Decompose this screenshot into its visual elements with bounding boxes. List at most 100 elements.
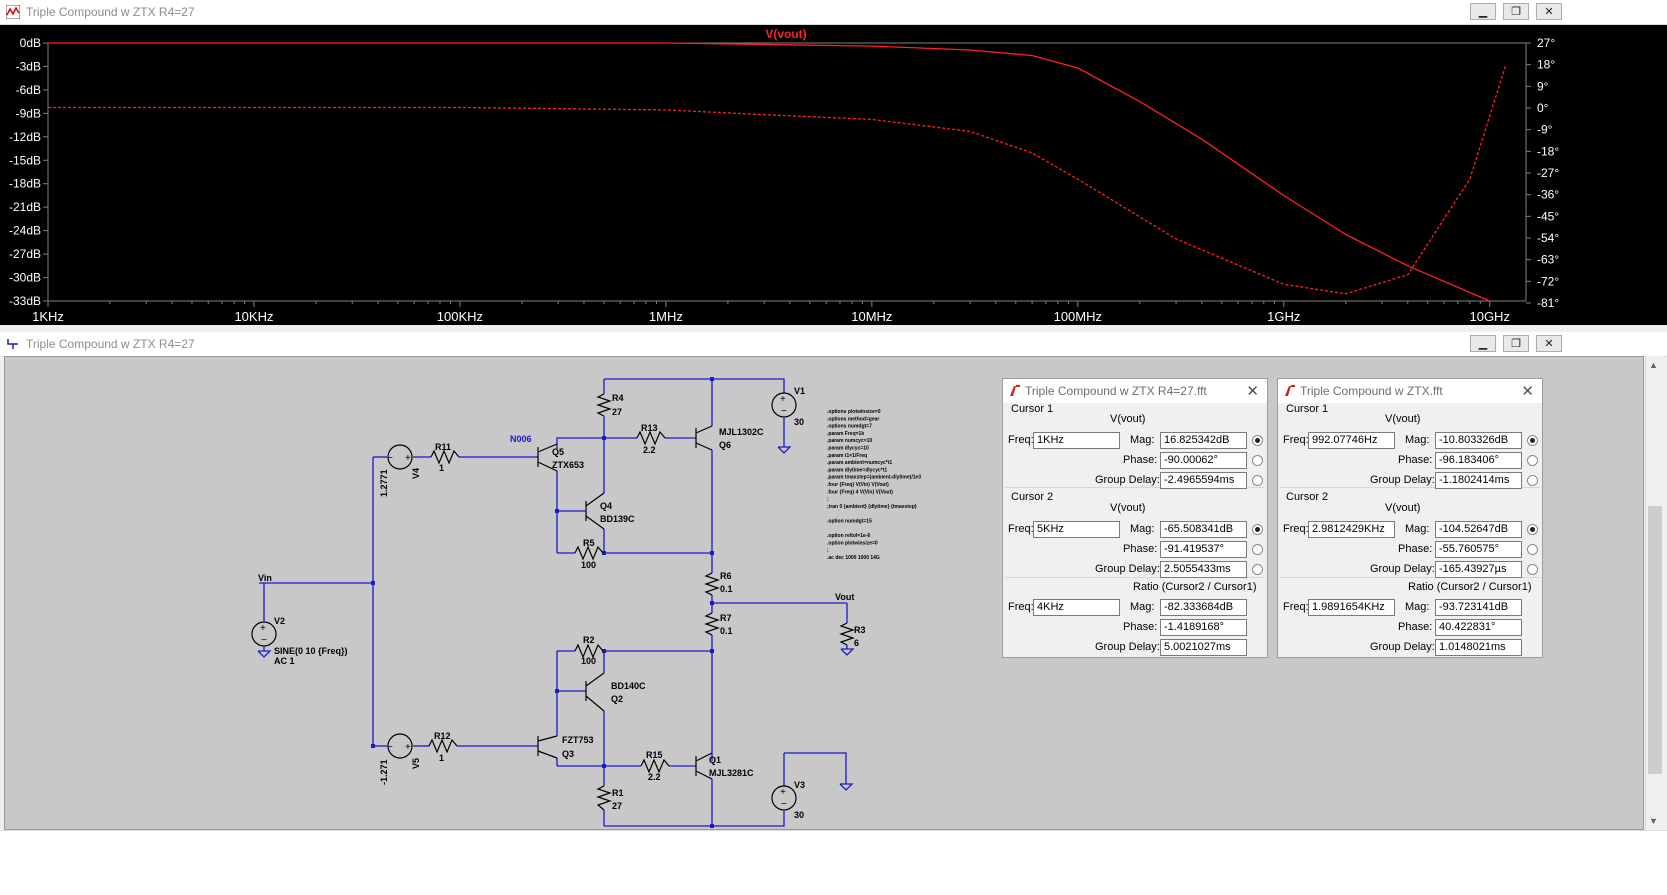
v1-value: 30: [794, 417, 804, 427]
scrollbar-thumb[interactable]: [1648, 506, 1662, 774]
directive-line: .option plotwinsize=0: [827, 540, 878, 546]
display-radio[interactable]: [1527, 524, 1538, 535]
mag-field[interactable]: -65.508341dB: [1160, 521, 1247, 538]
display-radio[interactable]: [1252, 564, 1263, 575]
phase-trace[interactable]: [48, 64, 1507, 295]
phase-field[interactable]: -55.760575°: [1435, 541, 1522, 558]
svg-text:+: +: [405, 453, 411, 464]
phase-field[interactable]: -90.00062°: [1160, 452, 1247, 469]
phase-field[interactable]: -91.419537°: [1160, 541, 1247, 558]
scroll-down-icon[interactable]: ▼: [1649, 816, 1658, 826]
group-delay-field[interactable]: 5.0021027ms: [1160, 639, 1247, 656]
minimize-button[interactable]: ▁: [1470, 335, 1496, 352]
mag-field[interactable]: -10.803326dB: [1435, 432, 1522, 449]
display-radio[interactable]: [1527, 564, 1538, 575]
q2-part: BD140C: [611, 681, 646, 691]
dialog-titlebar[interactable]: Triple Compound w ZTX.fft✕: [1278, 379, 1542, 403]
vertical-scrollbar[interactable]: ▲ ▼: [1645, 356, 1664, 830]
cursor-dialog[interactable]: Triple Compound w ZTX R4=27.fft✕Cursor 1…: [1002, 378, 1268, 658]
display-radio[interactable]: [1252, 435, 1263, 446]
freq-field[interactable]: 4KHz: [1033, 599, 1120, 616]
spice-directives[interactable]: .options plotwinsize=0.options method=ge…: [827, 409, 921, 561]
group-delay-field[interactable]: 1.0148021ms: [1435, 639, 1522, 656]
display-radio[interactable]: [1252, 475, 1263, 486]
directive-line: .option reltol=1e-6: [827, 533, 870, 539]
freq-field[interactable]: 1KHz: [1033, 432, 1120, 449]
group-delay-field[interactable]: -1.1802414ms: [1435, 472, 1522, 489]
left-tick-label: -30dB: [9, 271, 41, 285]
close-button[interactable]: ✕: [1536, 335, 1562, 352]
plot-window-title: Triple Compound w ZTX R4=27: [26, 5, 195, 19]
mag-field[interactable]: -104.52647dB: [1435, 521, 1522, 538]
display-radio[interactable]: [1527, 475, 1538, 486]
svg-text:−: −: [781, 406, 787, 417]
group-delay-field[interactable]: -165.43927µs: [1435, 561, 1522, 578]
q4-part: BD139C: [600, 514, 635, 524]
right-tick-label: -9°: [1537, 123, 1553, 137]
phase-label: Phase:: [1398, 543, 1433, 555]
trace-label[interactable]: V(vout): [765, 27, 806, 41]
display-radio[interactable]: [1252, 524, 1263, 535]
r6-value: 0.1: [720, 584, 733, 594]
schematic-window-titlebar[interactable]: Triple Compound w ZTX R4=27 ▁ ❐ ✕: [0, 332, 1667, 357]
freq-field[interactable]: 2.9812429KHz: [1308, 521, 1395, 538]
group-delay-field[interactable]: 2.5055433ms: [1160, 561, 1247, 578]
group-delay-label: Group Delay:: [1370, 474, 1435, 486]
waveform-icon: [6, 5, 20, 19]
v2-label: V2: [274, 616, 285, 626]
v5-label: V5: [411, 758, 421, 769]
scroll-up-icon[interactable]: ▲: [1649, 360, 1658, 370]
restore-button[interactable]: ❐: [1503, 3, 1529, 20]
svg-text:+: +: [260, 623, 266, 634]
svg-text:−: −: [387, 453, 393, 464]
r7-value: 0.1: [720, 626, 733, 636]
plot-frame: [47, 42, 1527, 302]
freq-label: Freq:: [1008, 601, 1034, 613]
left-tick-label: -24dB: [9, 224, 41, 238]
plot-window-titlebar[interactable]: Triple Compound w ZTX R4=27 ▁ ❐ ✕: [0, 0, 1667, 25]
display-radio[interactable]: [1527, 455, 1538, 466]
phase-field[interactable]: -1.4189168°: [1160, 619, 1247, 636]
dialog-titlebar[interactable]: Triple Compound w ZTX R4=27.fft✕: [1003, 379, 1267, 403]
phase-field[interactable]: -96.183406°: [1435, 452, 1522, 469]
mag-field[interactable]: -93.723141dB: [1435, 599, 1522, 616]
left-tick-label: 0dB: [20, 36, 41, 50]
magnitude-trace[interactable]: [48, 42, 1490, 302]
display-radio[interactable]: [1252, 455, 1263, 466]
q6-part: MJL1302C: [719, 427, 764, 437]
close-button[interactable]: ✕: [1536, 3, 1562, 20]
q4-label: Q4: [600, 501, 612, 511]
close-icon[interactable]: ✕: [1246, 383, 1259, 400]
freq-field[interactable]: 1.9891654KHz: [1308, 599, 1395, 616]
phase-field[interactable]: 40.422831°: [1435, 619, 1522, 636]
directive-line: .ac dec 1000 1000 14G: [827, 555, 880, 561]
display-radio[interactable]: [1527, 435, 1538, 446]
mag-field[interactable]: 16.825342dB: [1160, 432, 1247, 449]
freq-field[interactable]: 992.07746Hz: [1308, 432, 1395, 449]
left-tick-label: -15dB: [9, 153, 41, 167]
r3-value: 6: [854, 638, 859, 648]
v3-value: 30: [794, 810, 804, 820]
mag-field[interactable]: -82.333684dB: [1160, 599, 1247, 616]
group-delay-field[interactable]: -2.4965594ms: [1160, 472, 1247, 489]
directive-line: ;: [827, 548, 829, 554]
right-tick-label: -27°: [1537, 166, 1559, 180]
resistors: [428, 393, 855, 811]
directive-line: .param dlycyc=10: [827, 446, 869, 452]
ltspice-icon: [1285, 385, 1295, 396]
v4-value: 1.2771: [379, 469, 389, 497]
restore-button[interactable]: ❐: [1503, 335, 1529, 352]
vin-label: Vin: [258, 573, 272, 583]
mag-label: Mag:: [1130, 434, 1155, 446]
svg-text:−: −: [261, 635, 267, 646]
freq-field[interactable]: 5KHz: [1033, 521, 1120, 538]
display-radio[interactable]: [1527, 544, 1538, 555]
directive-line: .param numcyc=10: [827, 438, 872, 444]
minimize-button[interactable]: ▁: [1470, 3, 1496, 20]
display-radio[interactable]: [1252, 544, 1263, 555]
r2-value: 100: [581, 656, 596, 666]
close-icon[interactable]: ✕: [1521, 383, 1534, 400]
waveform-plot[interactable]: 0dB-3dB-6dB-9dB-12dB-15dB-18dB-21dB-24dB…: [0, 25, 1667, 325]
schematic-labels: R4 27 R13 2.2 MJL1302C Q6 V1 30 N006 Q5 …: [258, 386, 866, 820]
